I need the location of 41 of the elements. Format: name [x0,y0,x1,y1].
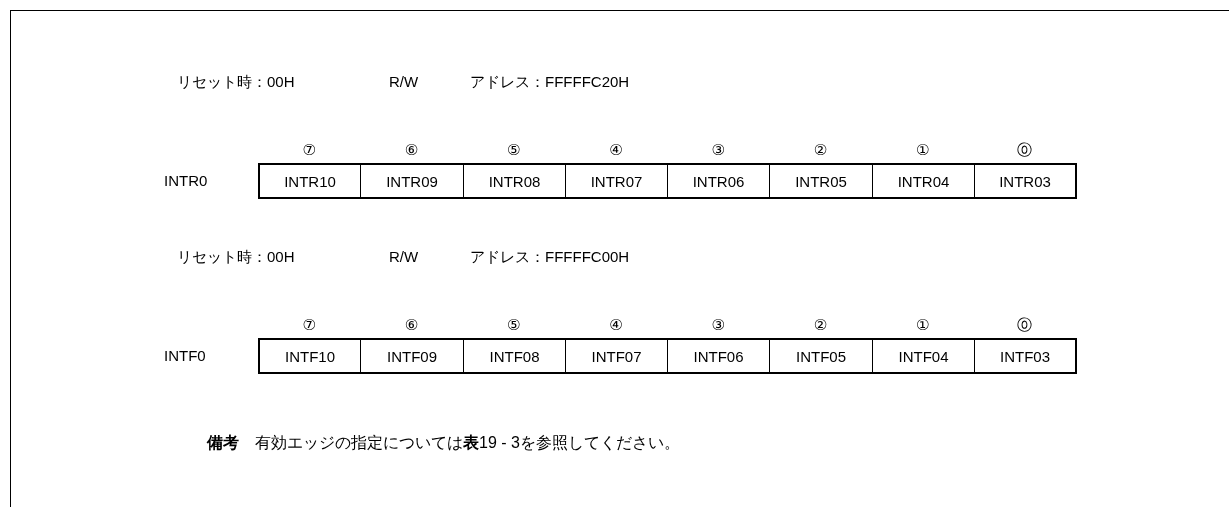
bit-number: ⑥ [404,316,419,334]
reset-value-text: リセット時：00H [177,73,295,91]
bit-field-cell: INTF03 [974,338,1077,374]
bit-number: ⑥ [404,141,419,159]
bit-number: ⑤ [506,141,521,159]
bit-field-cell: INTR09 [360,163,464,199]
note-text: 備考 有効エッジの指定については表19 - 3を参照してください。 [207,434,680,452]
bit-field-cell: INTR10 [258,163,361,199]
bit-number: ① [915,316,930,334]
bit-field-cell: INTR07 [565,163,668,199]
bit-number: ⓪ [1017,141,1033,159]
bit-field-cell: INTR06 [667,163,770,199]
access-type-text: R/W [389,248,419,266]
reset-value-text: リセット時：00H [177,248,295,266]
bit-number: ⓪ [1017,316,1033,334]
bit-number: ⑦ [302,141,316,159]
address-text: アドレス：FFFFFC20H [470,73,630,91]
bit-field-cell: INTR04 [872,163,975,199]
bit-field-cell: INTR08 [463,163,566,199]
bit-number: ③ [711,141,725,159]
bit-field-cell: INTF07 [565,338,668,374]
bit-field-cell: INTF04 [872,338,975,374]
bit-field-cell: INTF05 [769,338,873,374]
bit-number: ⑦ [302,316,316,334]
bit-field-cell: INTF09 [360,338,464,374]
access-type-text: R/W [389,73,419,91]
bit-number: ④ [609,141,623,159]
bit-number: ③ [711,316,725,334]
bit-field-cell: INTF06 [667,338,770,374]
bit-field-cell: INTR05 [769,163,873,199]
bit-number: ② [813,141,828,159]
address-text: アドレス：FFFFFC00H [470,248,630,266]
bit-number: ⑤ [506,316,521,334]
bit-field-cell: INTR03 [974,163,1077,199]
register-name: INTF0 [164,347,206,365]
bit-field-cell: INTF08 [463,338,566,374]
bit-field-cell: INTF10 [258,338,361,374]
bit-number: ④ [609,316,623,334]
bit-number: ② [813,316,828,334]
bit-number: ① [915,141,930,159]
register-name: INTR0 [164,172,208,190]
